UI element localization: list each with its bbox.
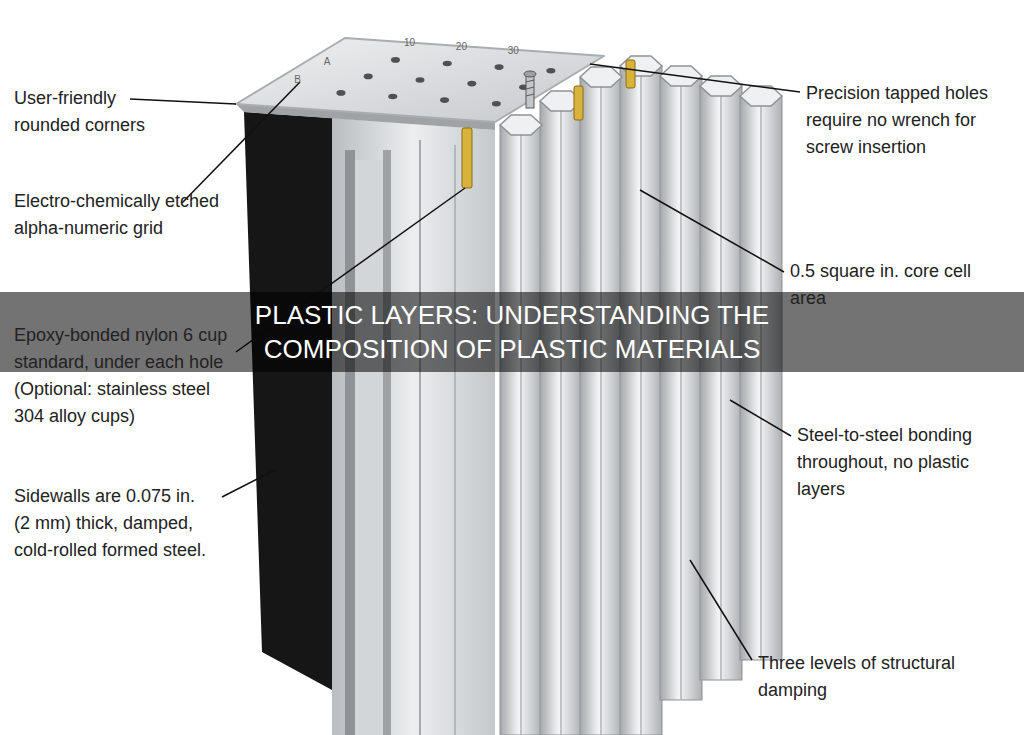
core-sheet [500, 125, 542, 735]
tapped-hole [391, 57, 400, 63]
screw-thread [526, 80, 534, 82]
screw-thread [526, 87, 534, 89]
core-cell [500, 115, 542, 135]
tapped-hole [467, 81, 476, 87]
honeycomb-core [500, 56, 782, 735]
core-fold [680, 86, 682, 700]
leader-line [590, 64, 800, 92]
black-sidewall [244, 112, 332, 690]
channel-flange [383, 150, 391, 735]
top-plate [236, 38, 604, 130]
callout-label: Electro-chemically etched alpha-numeric … [14, 188, 244, 242]
screw [526, 74, 534, 108]
core-cell [580, 67, 622, 87]
nylon-cup [626, 60, 635, 88]
grid-letter: A [324, 56, 331, 68]
grid-letter: B [294, 74, 301, 86]
core-sheet [660, 76, 702, 700]
core-fold [760, 106, 762, 660]
core-fold [520, 135, 522, 735]
screw-head [524, 71, 536, 77]
tapped-hole [336, 90, 345, 96]
callout-label: Precision tapped holes require no wrench… [806, 80, 1011, 161]
channel-flange [345, 150, 355, 735]
leader-line [222, 470, 275, 497]
callout-label: Epoxy-bonded nylon 6 cup standard, under… [14, 322, 229, 430]
callout-label: 0.5 square in. core cell area [790, 258, 990, 312]
core-fold [600, 87, 602, 735]
tapped-hole [388, 94, 397, 100]
tapped-hole [416, 77, 425, 83]
tapped-hole [492, 101, 501, 107]
callout-label: Steel-to-steel bonding throughout, no pl… [797, 422, 1012, 503]
banner-title: PLASTIC LAYERS: UNDERSTANDING THE COMPOS… [232, 298, 792, 366]
tapped-hole [495, 64, 504, 70]
tapped-hole [440, 97, 449, 103]
leader-line [182, 82, 300, 203]
core-sheet [540, 101, 582, 735]
core-sheet [620, 66, 662, 735]
leader-line [730, 400, 791, 436]
callout-label: User-friendly rounded corners [14, 85, 174, 139]
leader-line [130, 99, 236, 104]
nylon-cup [462, 128, 472, 188]
core-sheet [740, 96, 782, 660]
channel-web [355, 160, 383, 735]
fold-line [454, 145, 456, 735]
tapped-hole [364, 74, 373, 80]
core-fold [560, 111, 562, 735]
plate-surface [236, 38, 604, 122]
screw-thread [526, 94, 534, 96]
callout-label: Three levels of structural damping [758, 650, 958, 704]
core-fold [640, 76, 642, 735]
grid-number: 10 [404, 37, 415, 49]
grid-number: 30 [508, 45, 519, 57]
tapped-hole [546, 68, 555, 74]
core-sheet [580, 77, 622, 735]
callout-label: Sidewalls are 0.075 in. (2 mm) thick, da… [14, 483, 214, 564]
leader-line [640, 190, 784, 272]
title-band: PLASTIC LAYERS: UNDERSTANDING THE COMPOS… [0, 292, 1024, 372]
front-sidewall [332, 118, 495, 735]
core-fold [720, 96, 722, 680]
nylon-cup [574, 86, 583, 120]
leader-line [690, 560, 752, 660]
grid-number: 20 [456, 41, 467, 53]
brass-inserts [462, 60, 635, 188]
fold-line [419, 140, 421, 735]
core-sheet [700, 86, 742, 680]
tapped-hole [443, 61, 452, 67]
